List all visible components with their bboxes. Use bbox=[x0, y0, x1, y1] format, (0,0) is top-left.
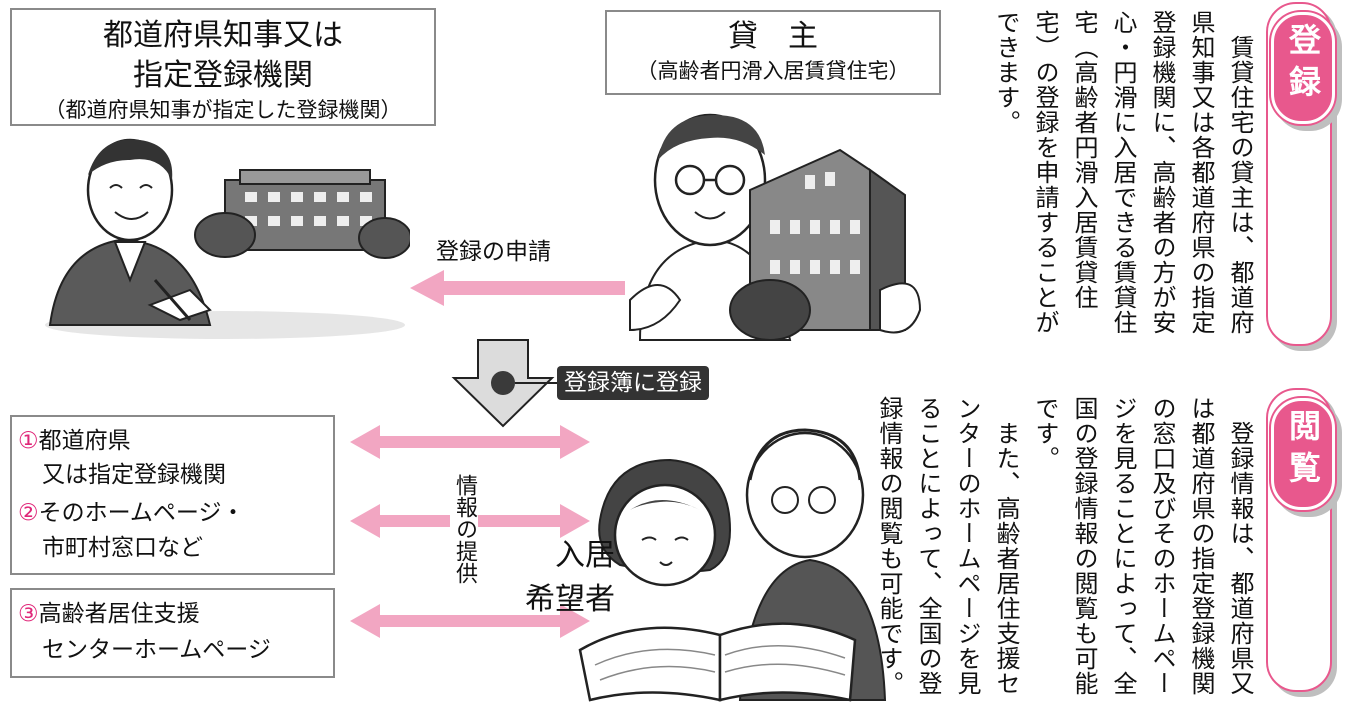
viewing-body: 登録情報は、都道府県又は都道府県の指定登録機関の窓口及びそのホームページを見るこ… bbox=[875, 396, 1254, 696]
landlord-title: 貸 主 bbox=[728, 19, 818, 54]
viewing-tag: 閲覧 bbox=[1271, 398, 1335, 510]
register-label: 登録簿に登録 bbox=[557, 366, 709, 400]
sources-box: ①都道府県 又は指定登録機関 ②そのホームページ・ 市町村窓口など bbox=[10, 415, 335, 575]
official-person-icon bbox=[48, 138, 212, 326]
landlord-box: 貸 主 （高齢者円滑入居賃貸住宅） bbox=[605, 10, 941, 95]
applicant-label-line2: 希望者 bbox=[525, 582, 615, 617]
source-item-2-number: ② bbox=[18, 500, 39, 526]
applicant-label: 入居 希望者 bbox=[510, 534, 630, 622]
registration-tag-text: 登録 bbox=[1284, 23, 1322, 107]
source-item-2: ②そのホームページ・ bbox=[18, 498, 244, 529]
source-item-3-line2: センターホームページ bbox=[42, 637, 271, 663]
elderly-woman-icon bbox=[598, 458, 732, 587]
applicant-label-line1: 入居 bbox=[555, 538, 615, 573]
info-arrow-1-icon bbox=[350, 425, 590, 459]
authority-subtitle: （都道府県知事が指定した登録機関） bbox=[44, 98, 402, 122]
source-item-1-number: ① bbox=[18, 428, 39, 454]
viewing-tag-text: 閲覧 bbox=[1284, 409, 1322, 493]
government-building-icon bbox=[194, 169, 410, 259]
source-item-2-line1: そのホームページ・ bbox=[38, 500, 245, 526]
source-item-3-line1: 高齢者居住支援 bbox=[38, 601, 200, 627]
open-book-icon bbox=[578, 622, 857, 702]
source-item-3: ③高齢者居住支援 bbox=[18, 599, 200, 630]
official-illustration bbox=[45, 138, 410, 339]
landlord-illustration bbox=[629, 113, 922, 341]
source-item-1-line2: 又は指定登録機関 bbox=[42, 462, 226, 488]
source-item-1: ①都道府県 bbox=[18, 426, 131, 457]
info-arrow-3-icon bbox=[350, 604, 590, 638]
authority-title-line1: 都道府県知事又は bbox=[103, 18, 343, 53]
authority-box: 都道府県知事又は 指定登録機関 （都道府県知事が指定した登録機関） bbox=[10, 8, 436, 126]
authority-title-line2: 指定登録機関 bbox=[133, 58, 313, 93]
registration-body: 賃貸住宅の貸主は、都道府県知事又は各都道府県の指定登録機関に、高齢者の方が安心・… bbox=[992, 10, 1254, 335]
info-provision-label: 情報の提供 bbox=[450, 472, 478, 586]
source-item-1-line1: 都道府県 bbox=[38, 428, 131, 454]
support-center-box: ③高齢者居住支援 センターホームページ bbox=[10, 588, 335, 678]
register-down-arrow-icon bbox=[451, 339, 558, 428]
source-item-2-line2: 市町村窓口など bbox=[42, 535, 203, 561]
application-arrow-icon bbox=[410, 270, 625, 306]
landlord-subtitle: （高齢者円滑入居賃貸住宅） bbox=[636, 59, 910, 83]
application-label: 登録の申請 bbox=[436, 239, 551, 265]
source-item-3-number: ③ bbox=[18, 601, 39, 627]
applicant-illustration bbox=[578, 428, 887, 702]
registration-tag: 登録 bbox=[1271, 12, 1335, 124]
